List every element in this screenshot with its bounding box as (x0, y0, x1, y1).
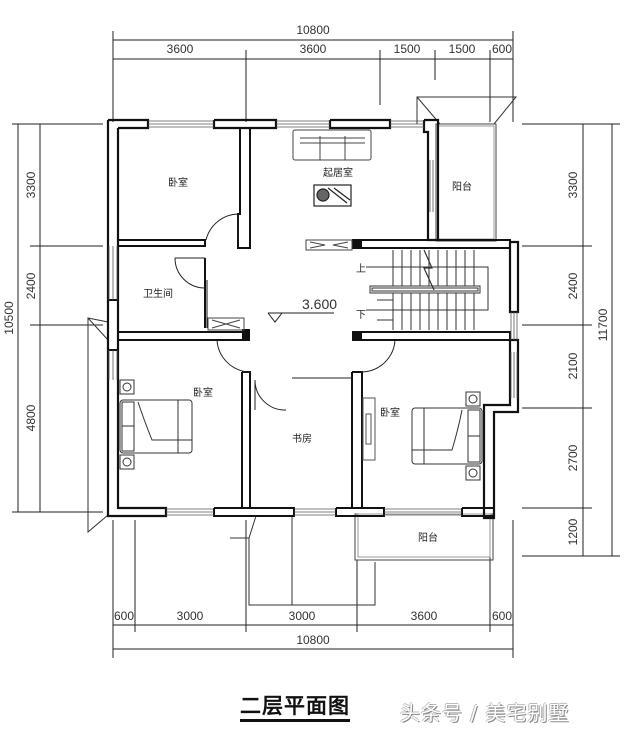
bottom-dimension-lines (112, 520, 514, 658)
door-swings (174, 213, 396, 411)
plan-title: 二层平面图 (240, 694, 350, 722)
room-label-bathroom: 卫生间 (143, 287, 173, 300)
dim-right-1: 3300 (566, 171, 580, 198)
room-label-bedroom-nw: 卧室 (168, 176, 188, 189)
dim-top-3: 1500 (394, 42, 421, 56)
room-label-balcony-east: 阳台 (452, 180, 472, 193)
room-label-bedroom-se: 卧室 (380, 406, 400, 419)
staircase (366, 249, 489, 330)
dim-left-2: 2400 (24, 272, 38, 299)
room-label-bedroom-sw: 卧室 (193, 386, 213, 399)
south-balcony (354, 513, 494, 561)
right-dimension-lines (522, 123, 620, 557)
dim-right-2: 2400 (566, 272, 580, 299)
windows (108, 120, 518, 516)
dim-right-5: 1200 (566, 518, 580, 545)
dim-bottom-4: 3600 (411, 609, 438, 623)
dim-bottom-2: 3000 (177, 609, 204, 623)
coffee-table (313, 184, 352, 207)
dim-right-total: 11700 (596, 308, 610, 341)
room-label-living-room: 起居室 (323, 166, 353, 179)
level-marker-value: 3.600 (302, 296, 337, 312)
stairs-up-label: 上 (356, 263, 366, 275)
storage-cabinet-hall (207, 239, 353, 331)
dim-bottom-total: 10800 (296, 633, 330, 647)
level-marker (267, 312, 334, 323)
roof-eave-outlines (87, 96, 518, 606)
dim-left-3: 4800 (24, 404, 38, 431)
source-watermark: 头条号 / 美宅别墅 (400, 701, 570, 725)
sofa (292, 129, 372, 161)
dim-bottom-1: 600 (114, 609, 134, 623)
stairs-down-label: 下 (356, 310, 366, 321)
dim-right-4: 2700 (566, 444, 580, 471)
dim-top-5: 600 (492, 42, 512, 56)
dim-left-total: 10500 (2, 301, 16, 335)
bed-se (411, 391, 483, 481)
dim-left-1: 3300 (24, 171, 38, 198)
room-label-balcony-south: 阳台 (418, 531, 438, 544)
top-dimension-lines (112, 31, 514, 122)
dim-right-3: 2100 (566, 352, 580, 379)
interior-walls (108, 127, 511, 517)
dim-top-4: 1500 (449, 42, 476, 56)
dim-top-total: 10800 (296, 23, 330, 37)
dim-bottom-3: 3000 (289, 609, 316, 623)
room-label-study: 书房 (292, 432, 312, 445)
bed-sw (119, 379, 193, 470)
tv-cabinet-se (362, 397, 376, 461)
dim-top-1: 3600 (167, 42, 194, 56)
dim-top-2: 3600 (300, 42, 327, 56)
dim-bottom-5: 600 (492, 609, 512, 623)
